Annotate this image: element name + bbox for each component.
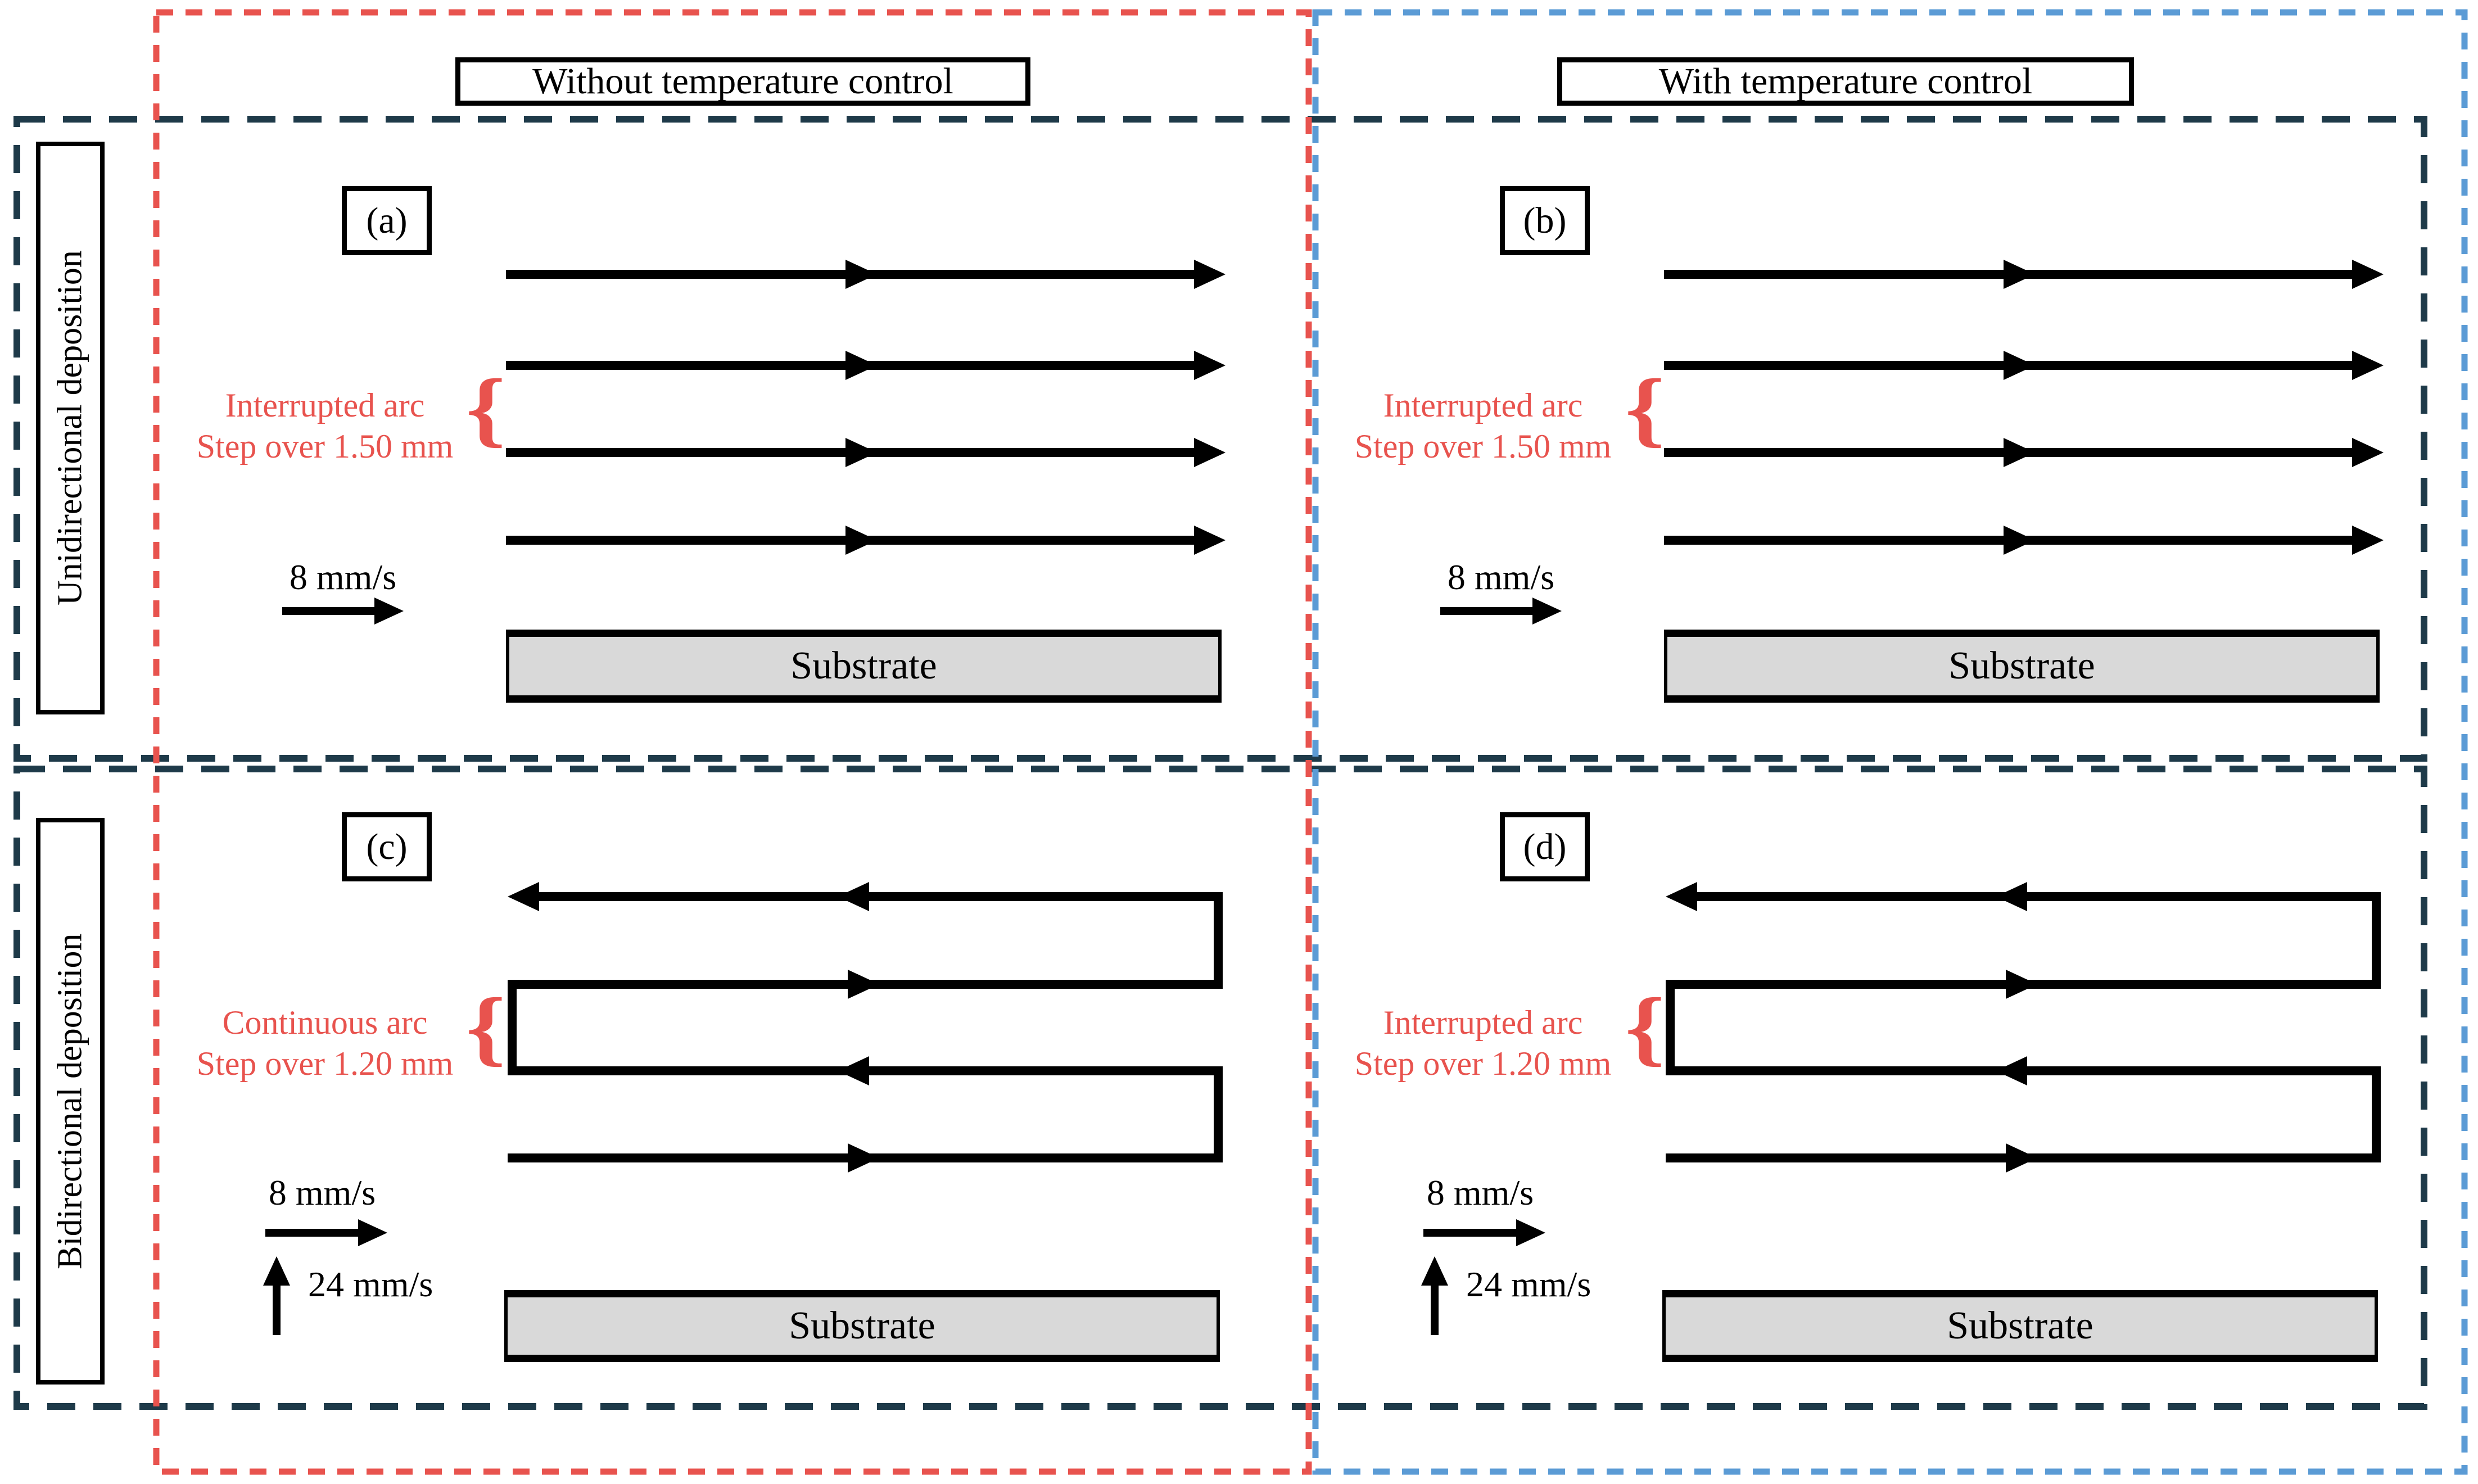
travel-speed-arrow-icon xyxy=(1532,598,1562,625)
travel-speed-arrow-icon xyxy=(1516,1219,1545,1246)
travel-speed-arrow-icon xyxy=(374,598,404,625)
panel-d-substrate: Substrate xyxy=(1662,1290,2378,1362)
with-temp-control-frame xyxy=(1312,9,2468,1475)
arrow-right-icon xyxy=(848,1143,879,1173)
arrow-right-icon xyxy=(1194,438,1226,467)
brace-glyph: { xyxy=(1625,362,1665,455)
annotation-line1: Interrupted arc xyxy=(1383,1004,1583,1041)
panel-b-travel-speed-label: 8 mm/s xyxy=(1447,557,1555,597)
brace-glyph: { xyxy=(465,981,506,1074)
arrow-right-icon xyxy=(845,438,877,467)
arrow-left-icon xyxy=(838,1056,869,1085)
bidirectional-group-frame xyxy=(13,766,2427,1410)
substrate-label: Substrate xyxy=(790,644,937,687)
arrow-right-icon xyxy=(1194,260,1226,289)
brace-glyph: { xyxy=(1625,981,1665,1074)
panel-c-annotation: Continuous arc Step over 1.20 mm xyxy=(179,1002,471,1084)
column-header-without-temp-control: Without temperature control xyxy=(455,57,1030,106)
panel-d-traverse-speed-label: 24 mm/s xyxy=(1466,1264,1591,1304)
arrow-left-icon xyxy=(1996,882,2027,911)
unidirectional-group-frame xyxy=(13,116,2427,762)
panel-d-annotation: Interrupted arc Step over 1.20 mm xyxy=(1337,1002,1629,1084)
arrow-right-icon xyxy=(2352,351,2384,380)
panel-d-travel-speed-label: 8 mm/s xyxy=(1426,1173,1534,1212)
arrow-right-icon xyxy=(845,351,877,380)
travel-speed-arrow-icon xyxy=(358,1219,387,1246)
panel-label: (d) xyxy=(1523,826,1567,867)
panel-c-substrate: Substrate xyxy=(504,1290,1220,1362)
arrow-right-icon xyxy=(2004,438,2035,467)
brace-icon: { xyxy=(458,361,514,456)
panel-a-label-box: (a) xyxy=(342,186,432,255)
column-header-with-temp-control: With temperature control xyxy=(1557,57,2134,106)
arrow-left-icon xyxy=(838,882,869,911)
arrow-left-icon xyxy=(1666,882,1697,911)
panel-a-substrate: Substrate xyxy=(506,630,1222,703)
arrow-right-icon xyxy=(845,260,877,289)
panel-b-annotation: Interrupted arc Step over 1.50 mm xyxy=(1337,385,1629,467)
panel-c-travel-speed-label: 8 mm/s xyxy=(268,1173,376,1212)
row-header-unidirectional: Unidirectional deposition xyxy=(36,142,105,714)
brace-glyph: { xyxy=(465,362,506,455)
substrate-label: Substrate xyxy=(1947,1304,2093,1347)
column-header-label: Without temperature control xyxy=(532,61,953,102)
annotation-line2: Step over 1.20 mm xyxy=(1354,1045,1612,1082)
panel-c-serpentine-path xyxy=(263,882,1223,1335)
arrow-right-icon xyxy=(2352,438,2384,467)
brace-icon: { xyxy=(458,980,514,1075)
brace-icon: { xyxy=(1617,980,1674,1075)
arrow-right-icon xyxy=(2352,526,2384,555)
arrow-right-icon xyxy=(2006,1143,2037,1173)
annotation-line2: Step over 1.50 mm xyxy=(196,428,454,465)
panel-label: (a) xyxy=(366,200,408,241)
arrow-right-icon xyxy=(2004,526,2035,555)
panel-b-label-box: (b) xyxy=(1500,186,1590,255)
row-header-label: Unidirectional deposition xyxy=(51,250,89,606)
panel-c-traverse-speed-label: 24 mm/s xyxy=(308,1264,433,1304)
arrow-right-icon xyxy=(2352,260,2384,289)
annotation-line1: Continuous arc xyxy=(222,1004,428,1041)
panel-d-serpentine-path xyxy=(1421,882,2381,1335)
arrow-left-icon xyxy=(508,882,539,911)
traverse-speed-arrow-icon xyxy=(263,1256,290,1286)
panel-a-annotation: Interrupted arc Step over 1.50 mm xyxy=(179,385,471,467)
arrow-right-icon xyxy=(2004,260,2035,289)
arrow-right-icon xyxy=(848,970,879,999)
column-header-label: With temperature control xyxy=(1658,61,2033,102)
annotation-line1: Interrupted arc xyxy=(225,387,425,424)
row-header-bidirectional: Bidirectional deposition xyxy=(36,818,105,1385)
arrow-right-icon xyxy=(2004,351,2035,380)
panel-b-substrate: Substrate xyxy=(1664,630,2380,703)
annotation-line2: Step over 1.20 mm xyxy=(196,1045,454,1082)
brace-icon: { xyxy=(1617,361,1674,456)
without-temp-control-frame xyxy=(153,9,1312,1475)
annotation-line2: Step over 1.50 mm xyxy=(1354,428,1612,465)
substrate-label: Substrate xyxy=(1948,644,2095,687)
panel-label: (c) xyxy=(366,826,408,867)
row-header-label: Bidirectional deposition xyxy=(51,933,89,1269)
arrow-right-icon xyxy=(2006,970,2037,999)
panel-a-deposition-arrows xyxy=(282,260,1226,625)
arrow-right-icon xyxy=(1194,526,1226,555)
traverse-speed-arrow-icon xyxy=(1421,1256,1448,1286)
arrow-right-icon xyxy=(845,526,877,555)
panel-label: (b) xyxy=(1523,200,1567,241)
arrow-left-icon xyxy=(1996,1056,2027,1085)
annotation-line1: Interrupted arc xyxy=(1383,387,1583,424)
panel-d-label-box: (d) xyxy=(1500,812,1590,881)
substrate-label: Substrate xyxy=(789,1304,935,1347)
panel-a-travel-speed-label: 8 mm/s xyxy=(289,557,397,597)
panel-b-deposition-arrows xyxy=(1440,260,2384,625)
panel-c-label-box: (c) xyxy=(342,812,432,881)
arrow-right-icon xyxy=(1194,351,1226,380)
